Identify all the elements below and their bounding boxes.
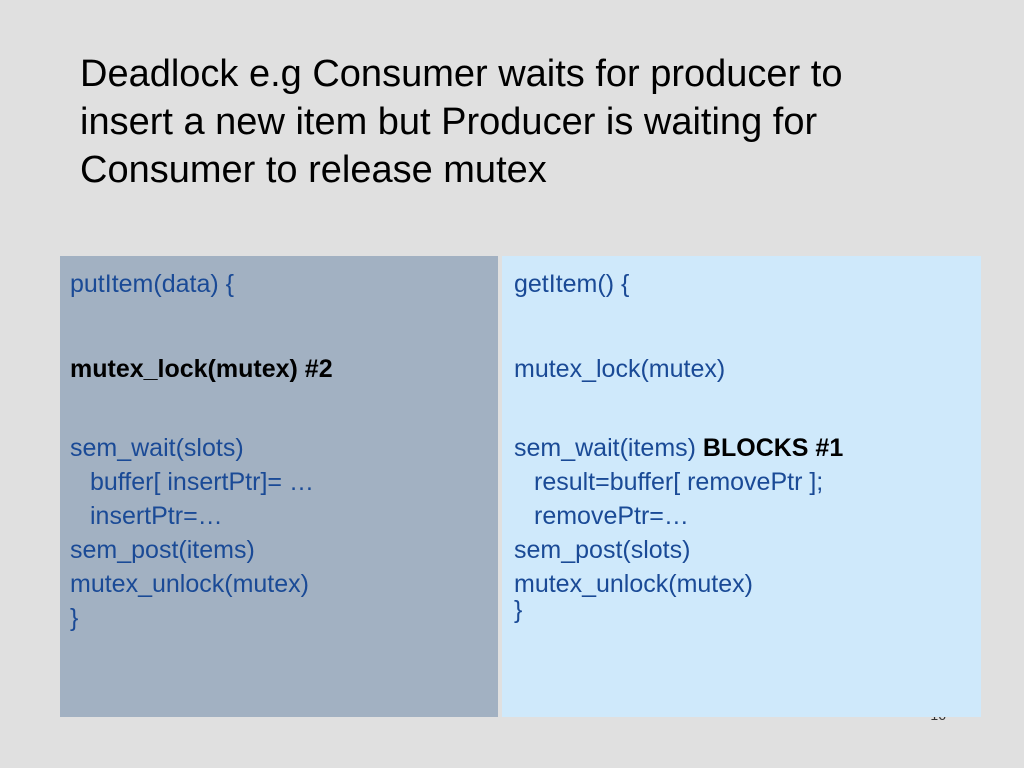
code-spacer (70, 307, 498, 352)
code-line-sem-post: sem_post(items) (70, 536, 255, 564)
code-line-putitem: putItem(data) { (70, 270, 234, 298)
sem-wait-text: sem_wait(items) (514, 434, 703, 462)
code-spacer (514, 386, 981, 431)
title-line-2: insert a new item but Producer is waitin… (80, 101, 818, 143)
code-line-mutex-lock: mutex_lock(mutex) (514, 355, 726, 383)
code-line-mutex-lock: mutex_lock(mutex) #2 (70, 355, 333, 383)
code-line-insertptr: insertPtr=… (90, 502, 223, 530)
code-line-sem-post: sem_post(slots) (514, 536, 691, 564)
code-line-sem-wait: sem_wait(slots) (70, 434, 244, 462)
title-line-1: Deadlock e.g Consumer waits for producer… (80, 53, 843, 95)
producer-code-panel: putItem(data) { mutex_lock(mutex) #2 sem… (60, 256, 498, 717)
code-line-buffer-remove: result=buffer[ removePtr ]; (534, 468, 824, 496)
code-line-close-brace: } (514, 596, 523, 624)
consumer-code-panel: getItem() { mutex_lock(mutex) sem_wait(i… (502, 256, 981, 717)
code-spacer (70, 386, 498, 431)
code-line-buffer-insert: buffer[ insertPtr]= … (90, 468, 314, 496)
code-line-mutex-unlock: mutex_unlock(mutex) (514, 570, 753, 598)
code-line-close-brace: } (70, 604, 79, 632)
code-spacer (514, 307, 981, 352)
code-line-getitem: getItem() { (514, 270, 630, 298)
blocks-label: BLOCKS #1 (702, 434, 844, 462)
title-line-3: Consumer to release mutex (80, 149, 547, 191)
slide-title: Deadlock e.g Consumer waits for producer… (80, 50, 1010, 194)
code-line-sem-wait: sem_wait(items) BLOCKS #1 (514, 431, 981, 465)
code-line-mutex-unlock: mutex_unlock(mutex) (70, 570, 309, 598)
code-line-removeptr: removePtr=… (534, 502, 689, 530)
